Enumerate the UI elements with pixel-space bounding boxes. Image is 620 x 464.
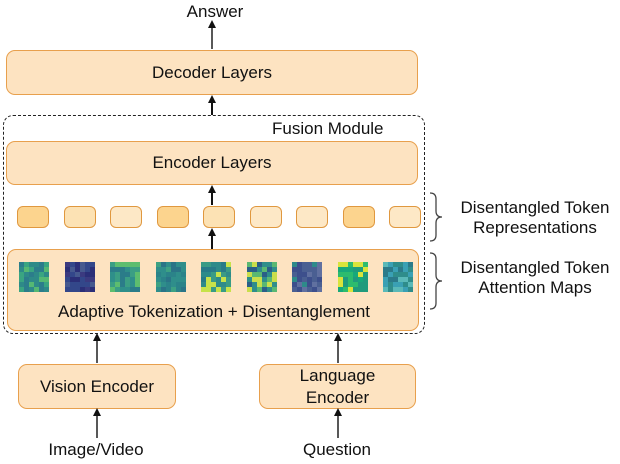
token-representations-label-line1: Disentangled Token	[460, 198, 610, 217]
token-9	[389, 206, 421, 228]
token-representations-label-line2: Representations	[473, 218, 597, 237]
encoder-layers-box: Encoder Layers	[6, 141, 418, 185]
vision-encoder-label: Vision Encoder	[39, 376, 155, 396]
adaptive-tokenization-label: Adaptive Tokenization + Disentanglement	[57, 302, 371, 321]
attention-map-6	[246, 262, 277, 292]
attention-map-8	[337, 262, 368, 292]
fusion-module-label: Fusion Module	[272, 119, 384, 138]
attention-maps-label-line1: Disentangled Token	[460, 258, 610, 277]
token-8	[342, 206, 375, 228]
attention-map-9	[383, 262, 413, 292]
brace-token-representations	[429, 192, 443, 242]
attention-maps-label-line2: Attention Maps	[478, 278, 592, 297]
decoder-layers-box: Decoder Layers	[6, 50, 418, 95]
attention-map-7	[292, 262, 322, 292]
token-7	[296, 206, 328, 228]
fusion-module-container	[3, 115, 425, 334]
token-4	[156, 206, 189, 228]
token-1	[17, 206, 49, 228]
answer-label: Answer	[186, 2, 244, 21]
image-video-label: Image/Video	[48, 440, 144, 459]
token-2	[63, 206, 96, 228]
language-encoder-box: Language Encoder	[259, 364, 416, 409]
token-5	[203, 206, 235, 228]
question-label: Question	[302, 440, 372, 459]
token-6	[249, 206, 282, 228]
attention-map-3	[110, 262, 140, 292]
attention-map-2	[64, 262, 95, 292]
attention-map-4	[155, 262, 186, 292]
decoder-layers-label: Decoder Layers	[151, 62, 272, 82]
attention-map-5	[201, 262, 231, 292]
attention-map-1	[19, 262, 49, 292]
token-3	[110, 206, 142, 228]
adaptive-tokenization-box: Adaptive Tokenization + Disentanglement	[7, 249, 419, 331]
encoder-layers-label: Encoder Layers	[152, 153, 272, 172]
language-encoder-label-line1: Language	[299, 365, 376, 385]
vision-encoder-box: Vision Encoder	[18, 364, 176, 409]
language-encoder-label-line2: Encoder	[305, 387, 370, 407]
brace-attention-maps	[429, 252, 443, 310]
